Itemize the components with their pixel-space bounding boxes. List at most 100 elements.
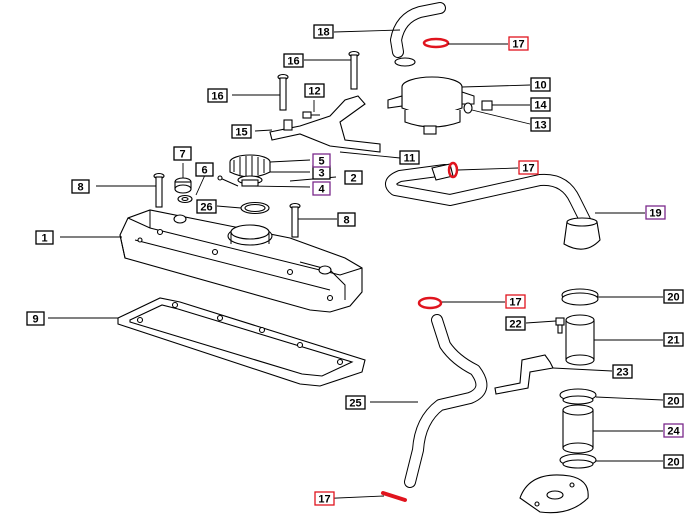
svg-text:6: 6 bbox=[201, 165, 207, 177]
valve-cover bbox=[119, 209, 363, 313]
hose-25 bbox=[404, 314, 488, 488]
callout-24: 24 bbox=[663, 423, 684, 438]
svg-text:5: 5 bbox=[318, 156, 324, 168]
callout-16-left: 16 bbox=[207, 88, 228, 103]
clamp-18 bbox=[394, 57, 416, 67]
o-ring-26 bbox=[240, 201, 270, 215]
svg-text:15: 15 bbox=[235, 127, 247, 139]
svg-text:24: 24 bbox=[667, 426, 680, 438]
fitting-14 bbox=[481, 100, 493, 111]
svg-text:17: 17 bbox=[509, 297, 521, 309]
svg-text:19: 19 bbox=[649, 208, 661, 220]
red-seal-bottom bbox=[381, 491, 407, 502]
callout-8-right: 8 bbox=[337, 212, 356, 227]
callout-10: 10 bbox=[530, 77, 551, 92]
bracket-15 bbox=[269, 95, 381, 153]
callout-13: 13 bbox=[530, 117, 551, 132]
leader-lines bbox=[48, 29, 664, 500]
callout-7: 7 bbox=[173, 146, 192, 161]
callout-26: 26 bbox=[196, 199, 217, 214]
svg-text:4: 4 bbox=[318, 184, 325, 196]
callout-16-right: 16 bbox=[283, 53, 304, 68]
callout-21: 21 bbox=[663, 332, 684, 347]
svg-text:13: 13 bbox=[534, 120, 546, 132]
hose-18 bbox=[390, 2, 446, 58]
svg-text:20: 20 bbox=[667, 292, 679, 304]
svg-text:17: 17 bbox=[318, 494, 330, 506]
screw-22 bbox=[555, 317, 565, 334]
callout-5: 5 bbox=[312, 153, 331, 168]
base-plate bbox=[519, 474, 589, 514]
svg-text:12: 12 bbox=[308, 86, 320, 98]
callout-14: 14 bbox=[530, 97, 551, 112]
svg-text:10: 10 bbox=[534, 80, 546, 92]
bolt-right bbox=[289, 202, 301, 238]
stud-right bbox=[348, 50, 360, 90]
callout-20-top: 20 bbox=[663, 289, 684, 304]
callout-19: 19 bbox=[645, 205, 666, 220]
stud-left bbox=[277, 73, 289, 111]
svg-text:3: 3 bbox=[318, 168, 324, 180]
washer-6 bbox=[177, 194, 193, 204]
plug-7 bbox=[174, 177, 192, 194]
hose-19 bbox=[385, 163, 601, 250]
svg-text:1: 1 bbox=[41, 233, 47, 245]
callout-2: 2 bbox=[344, 170, 363, 185]
svg-text:2: 2 bbox=[350, 173, 356, 185]
callout-12: 12 bbox=[304, 83, 325, 98]
svg-text:16: 16 bbox=[211, 91, 223, 103]
svg-text:26: 26 bbox=[200, 202, 212, 214]
svg-text:20: 20 bbox=[667, 457, 679, 469]
bolt-left bbox=[153, 172, 165, 208]
callout-22: 22 bbox=[505, 316, 526, 331]
screw-12 bbox=[302, 111, 320, 119]
red-seal-top bbox=[422, 37, 450, 49]
bracket-23 bbox=[494, 354, 554, 395]
callout-8-left: 8 bbox=[71, 179, 90, 194]
svg-text:20: 20 bbox=[667, 396, 679, 408]
svg-text:11: 11 bbox=[404, 153, 416, 165]
pcv-valve-10 bbox=[387, 76, 475, 135]
callout-17-top: 17 bbox=[508, 36, 529, 51]
clamp-20-middle bbox=[559, 388, 597, 405]
fitting-13 bbox=[463, 102, 473, 114]
callout-4: 4 bbox=[312, 181, 331, 196]
svg-text:17: 17 bbox=[512, 39, 524, 51]
svg-text:22: 22 bbox=[509, 319, 521, 331]
callout-17-bottom: 17 bbox=[314, 491, 335, 506]
svg-text:18: 18 bbox=[317, 27, 329, 39]
adapter-21 bbox=[565, 314, 595, 366]
oil-filler-cap bbox=[229, 154, 271, 187]
svg-text:8: 8 bbox=[343, 215, 349, 227]
callout-3: 3 bbox=[312, 165, 331, 180]
sleeve-24 bbox=[562, 404, 594, 454]
clamp-20-top bbox=[561, 288, 599, 306]
callout-20-bottom: 20 bbox=[663, 454, 684, 469]
callout-20-middle: 20 bbox=[663, 393, 684, 408]
svg-text:21: 21 bbox=[667, 335, 679, 347]
svg-text:8: 8 bbox=[77, 182, 83, 194]
svg-text:16: 16 bbox=[287, 56, 299, 68]
svg-text:23: 23 bbox=[616, 367, 628, 379]
callout-17-mid: 17 bbox=[518, 160, 539, 175]
valve-cover-gasket bbox=[117, 297, 366, 387]
svg-text:14: 14 bbox=[534, 100, 547, 112]
svg-text:17: 17 bbox=[522, 163, 534, 175]
red-seal-mid bbox=[447, 161, 459, 179]
callout-11: 11 bbox=[399, 150, 420, 165]
callouts: 1 2 3 4 5 6 7 8 8 9 10 11 12 13 14 15 16… bbox=[26, 24, 684, 506]
callout-1: 1 bbox=[35, 230, 54, 245]
callout-17-lower: 17 bbox=[505, 294, 526, 309]
callout-23: 23 bbox=[612, 364, 633, 379]
svg-text:9: 9 bbox=[32, 314, 38, 326]
svg-text:25: 25 bbox=[349, 398, 361, 410]
cap-pin bbox=[217, 175, 239, 187]
callout-18: 18 bbox=[313, 24, 334, 39]
callout-25: 25 bbox=[345, 395, 366, 410]
callout-9: 9 bbox=[26, 311, 45, 326]
callout-15: 15 bbox=[231, 124, 252, 139]
clamp-20-bottom bbox=[559, 453, 597, 469]
red-seal-lower bbox=[417, 296, 443, 310]
callout-6: 6 bbox=[195, 162, 214, 177]
